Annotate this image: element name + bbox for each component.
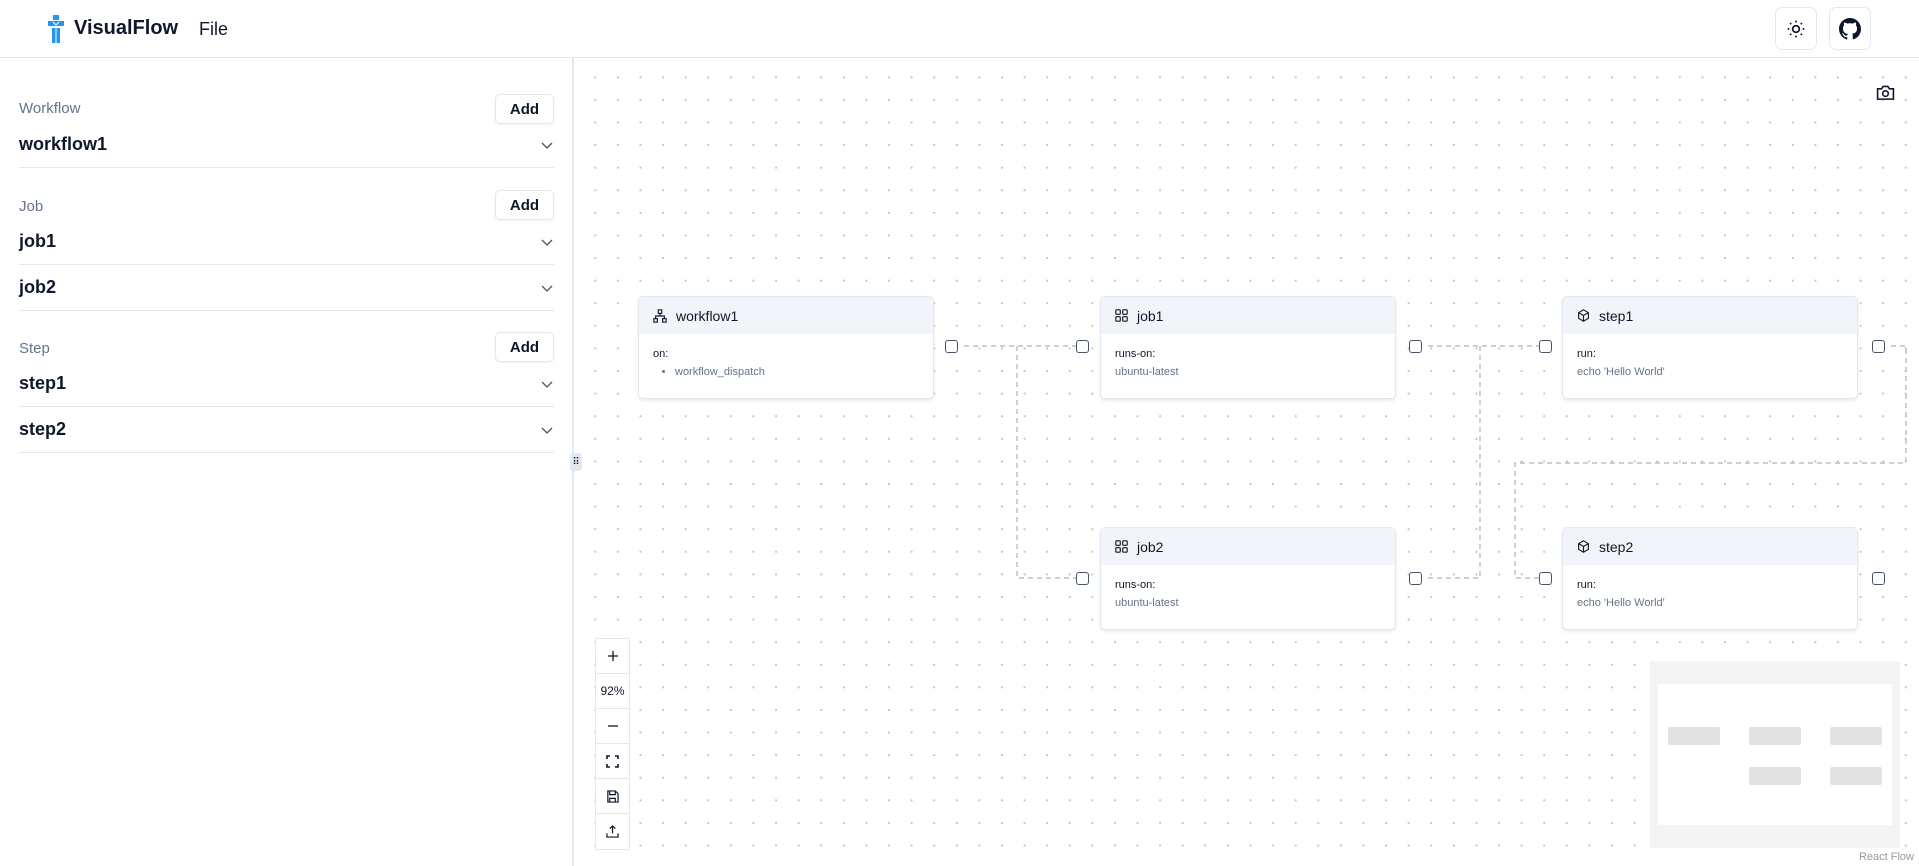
minimap-viewport (1658, 684, 1892, 825)
minimap-node (1830, 727, 1882, 745)
box-icon (1578, 540, 1589, 553)
section-label-job: Job (19, 198, 44, 215)
node-title: step1 (1599, 307, 1634, 324)
file-menu[interactable]: File (199, 19, 229, 39)
item-label: job2 (19, 277, 57, 297)
chevron-down-icon (541, 381, 553, 388)
step-item[interactable]: step2 (19, 407, 554, 453)
chevron-down-icon (541, 427, 553, 434)
sun-icon (1787, 20, 1805, 37)
visualflow-logo-icon (48, 15, 64, 43)
item-label: job1 (19, 231, 57, 251)
node-key: run: (1577, 579, 1596, 591)
zoom-controls: 92% (595, 638, 630, 850)
upload-icon (606, 825, 619, 838)
minimap-node (1830, 767, 1882, 785)
box-icon (1578, 309, 1589, 322)
edge-workflow1-job2 (1016, 346, 1082, 579)
source-handle[interactable] (1872, 340, 1885, 353)
target-handle[interactable] (1076, 572, 1089, 585)
add-job-button[interactable]: Add (495, 190, 554, 220)
node-title: step2 (1599, 538, 1634, 555)
item-label: workflow1 (19, 134, 108, 154)
workflow-item[interactable]: workflow1 (19, 122, 554, 168)
minus-icon (607, 725, 618, 727)
save-icon (607, 789, 619, 803)
node-value: echo 'Hello World' (1577, 597, 1665, 609)
minimap[interactable] (1650, 661, 1900, 848)
add-step-button[interactable]: Add (495, 332, 554, 362)
zoom-out-button[interactable] (596, 709, 629, 744)
app-header: VisualFlow File (0, 0, 1919, 58)
trigger-item: workflow_dispatch (675, 366, 919, 378)
source-handle[interactable] (945, 340, 958, 353)
node-value: ubuntu-latest (1115, 366, 1179, 378)
zoom-in-button[interactable] (596, 639, 629, 674)
grid-icon (1115, 309, 1128, 322)
source-handle[interactable] (1872, 572, 1885, 585)
target-handle[interactable] (1539, 340, 1552, 353)
fit-view-button[interactable] (596, 744, 629, 779)
minimap-node (1749, 767, 1801, 785)
chevron-down-icon (541, 285, 553, 292)
node-workflow1[interactable]: workflow1 on: workflow_dispatch (638, 296, 934, 399)
app-title: VisualFlow (74, 17, 179, 39)
plus-icon (607, 651, 618, 661)
chevron-down-icon (541, 239, 553, 246)
node-step1[interactable]: step1 run: echo 'Hello World' (1562, 296, 1858, 399)
node-title: job2 (1137, 538, 1164, 555)
node-job1[interactable]: job1 runs-on: ubuntu-latest (1100, 296, 1396, 399)
node-key: on: (653, 348, 669, 360)
export-button[interactable] (596, 814, 629, 849)
item-label: step1 (19, 373, 67, 393)
node-value: ubuntu-latest (1115, 597, 1179, 609)
node-step2[interactable]: step2 run: echo 'Hello World' (1562, 527, 1858, 630)
node-value: echo 'Hello World' (1577, 366, 1665, 378)
node-key: run: (1577, 348, 1596, 360)
chevron-down-icon (541, 142, 553, 149)
minimap-node (1668, 727, 1720, 745)
edge-step1-step2 (1514, 345, 1907, 579)
github-button[interactable] (1829, 7, 1871, 50)
node-title: workflow1 (676, 307, 739, 324)
workflow-icon (653, 308, 667, 323)
theme-toggle-button[interactable] (1775, 7, 1817, 50)
fullscreen-icon (606, 754, 619, 768)
node-key: runs-on: (1115, 348, 1156, 360)
job-item[interactable]: job1 (19, 219, 554, 265)
step-item[interactable]: step1 (19, 361, 554, 407)
minimap-node (1749, 727, 1801, 745)
resize-handle[interactable]: ⠿ (570, 453, 582, 471)
source-handle[interactable] (1409, 572, 1422, 585)
job-item[interactable]: job2 (19, 265, 554, 311)
target-handle[interactable] (1076, 340, 1089, 353)
node-job2[interactable]: job2 runs-on: ubuntu-latest (1100, 527, 1396, 630)
react-flow-attribution[interactable]: React Flow (1855, 850, 1917, 864)
section-label-step: Step (19, 340, 50, 357)
node-title: job1 (1137, 307, 1164, 324)
camera-icon[interactable] (1876, 83, 1895, 101)
add-workflow-button[interactable]: Add (495, 94, 554, 124)
zoom-level: 92% (596, 674, 629, 709)
node-key: runs-on: (1115, 579, 1156, 591)
grid-icon (1115, 540, 1128, 553)
target-handle[interactable] (1539, 572, 1552, 585)
source-handle[interactable] (1409, 340, 1422, 353)
sidebar: Workflow Add workflow1 Job Add job1 job2… (0, 58, 574, 866)
section-label-workflow: Workflow (19, 100, 81, 117)
github-icon (1839, 17, 1861, 39)
save-button[interactable] (596, 779, 629, 814)
edge-job2-step1 (1428, 346, 1481, 579)
item-label: step2 (19, 419, 67, 439)
flow-canvas[interactable] (576, 58, 1919, 866)
